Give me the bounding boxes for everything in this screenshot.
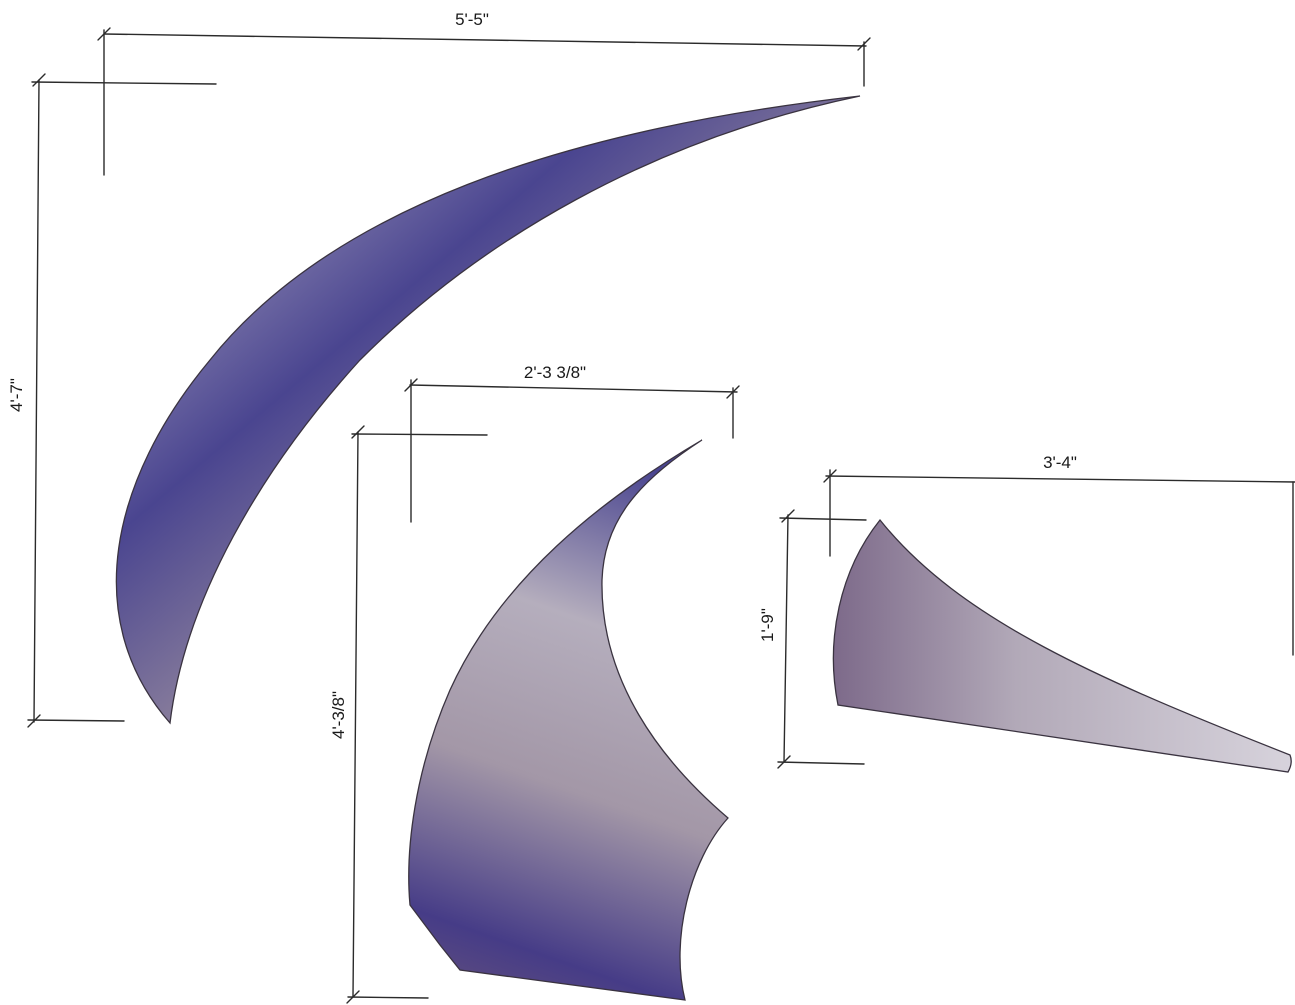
- piece-3-height-dimension: 1'-9": [758, 509, 867, 769]
- piece-3-height-label: 1'-9": [758, 608, 777, 642]
- piece-1-height-label: 4'-7": [7, 378, 26, 412]
- piece-1: 5'-5" 4'-7": [7, 10, 871, 728]
- piece-3-width-dimension: 3'-4": [823, 453, 1295, 656]
- piece-2-height-dimension: 4'-3/8": [329, 425, 488, 1004]
- piece-2-width-label: 2'-3 3/8": [524, 363, 586, 382]
- piece-1-width-label: 5'-5": [455, 10, 489, 29]
- piece-1-shape: [115, 95, 861, 725]
- piece-3-width-label: 3'-4": [1043, 453, 1077, 472]
- piece-1-height-dimension: 4'-7": [7, 73, 217, 728]
- piece-1-width-dimension: 5'-5": [97, 10, 871, 176]
- piece-2: 2'-3 3/8" 4'-3/8": [329, 363, 740, 1004]
- piece-2-shape: [408, 439, 729, 1001]
- piece-2-width-dimension: 2'-3 3/8": [404, 363, 740, 523]
- piece-3: 3'-4" 1'-9": [758, 453, 1295, 773]
- piece-2-height-label: 4'-3/8": [329, 691, 348, 739]
- piece-3-shape: [832, 518, 1292, 773]
